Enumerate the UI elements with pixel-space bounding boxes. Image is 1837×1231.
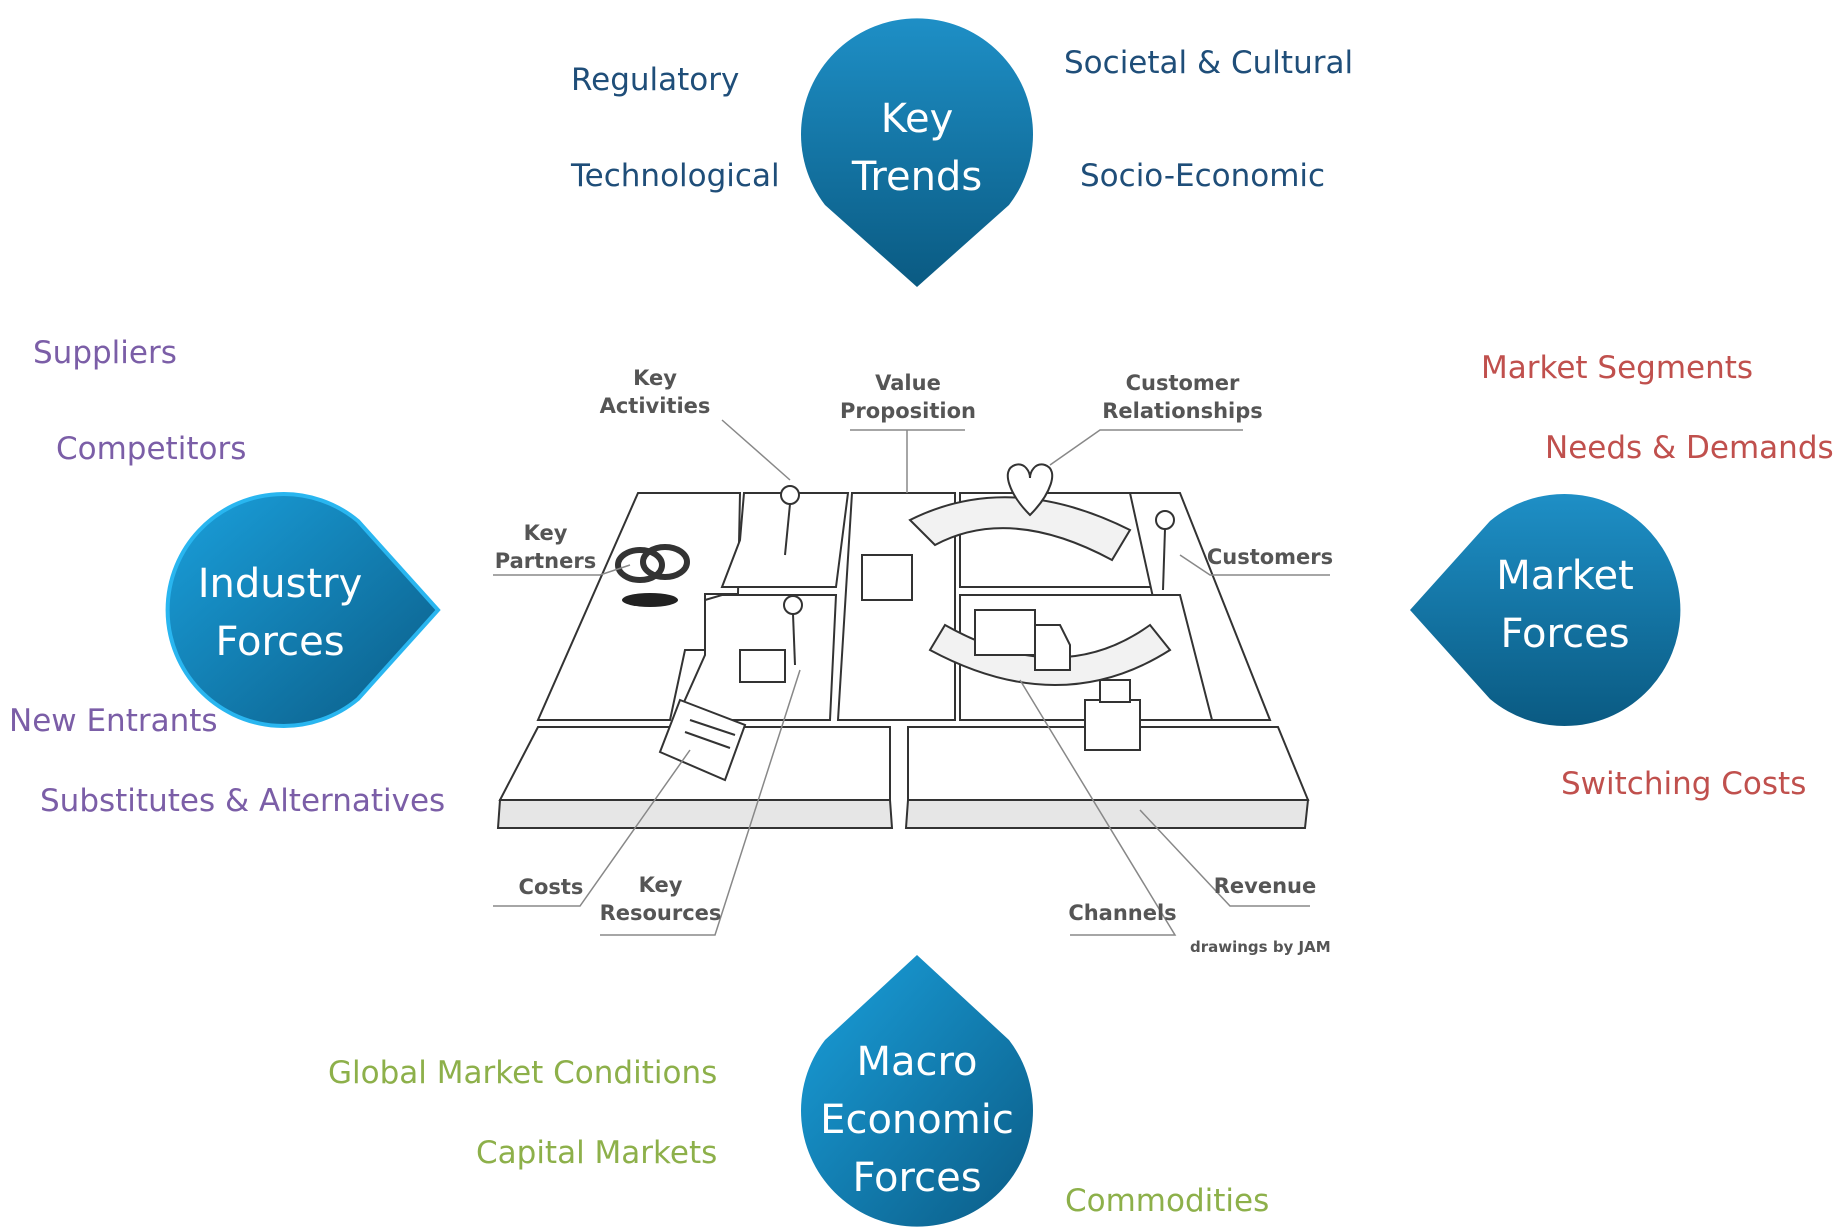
customer-person-icon [1155, 510, 1175, 530]
macro-commodities: Commodities [1065, 1183, 1270, 1219]
market-switching-costs: Switching Costs [1561, 766, 1807, 802]
canvas-label-channels: Channels [1068, 901, 1177, 925]
canvas-label-customer-relationships: Customer Relationships [1102, 371, 1263, 423]
market-forces-title: Market Forces [1496, 553, 1634, 657]
business-model-canvas-sketch [493, 419, 1330, 936]
industry-forces-title: Industry Forces [197, 561, 363, 665]
gift-box-icon [861, 554, 913, 601]
macro-forces-title: Macro Economic Forces [820, 1039, 1014, 1201]
canvas-label-key-partners: Key Partners [494, 521, 597, 573]
drawings-credit: drawings by JAM [1190, 938, 1331, 956]
rings-icon [615, 547, 665, 583]
key-trends-drop [801, 18, 1033, 287]
trend-societal-cultural: Societal & Cultural [1064, 45, 1354, 81]
trend-socio-economic: Socio-Economic [1080, 158, 1326, 194]
canvas-tile-value-proposition [836, 492, 956, 721]
canvas-label-costs: Costs [518, 875, 584, 899]
heart-icon [1006, 463, 1054, 517]
macro-forces-drop [801, 955, 1033, 1227]
cash-register-icon [1084, 699, 1141, 751]
macro-capital-markets: Capital Markets [476, 1135, 718, 1171]
canvas-label-customers: Customers [1206, 545, 1334, 569]
industry-competitors: Competitors [56, 431, 247, 467]
canvas-tile-revenue [907, 726, 1310, 801]
canvas-label-key-resources: Key Resources [599, 873, 722, 925]
canvas-label-key-activities: Key Activities [599, 366, 711, 418]
document-icon [658, 698, 747, 782]
industry-substitutes-alternatives: Substitutes & Alternatives [40, 783, 446, 819]
key-trends-title: Key Trends [851, 96, 983, 200]
market-needs-demands: Needs & Demands [1545, 430, 1834, 466]
industry-forces-drop [165, 492, 441, 728]
macro-global-market-conditions: Global Market Conditions [328, 1055, 718, 1091]
canvas-label-revenue: Revenue [1213, 874, 1317, 898]
canvas-label-value-proposition: Value Proposition [840, 371, 976, 423]
person-icon [780, 485, 800, 505]
truck-icon [974, 609, 1036, 656]
trend-regulatory: Regulatory [571, 62, 740, 98]
canvas-tile-key-activities [720, 492, 850, 588]
trend-technological: Technological [571, 158, 780, 194]
industry-new-entrants: New Entrants [9, 703, 218, 739]
industry-suppliers: Suppliers [33, 335, 177, 371]
market-segments: Market Segments [1481, 350, 1754, 386]
market-forces-drop [1410, 494, 1681, 726]
